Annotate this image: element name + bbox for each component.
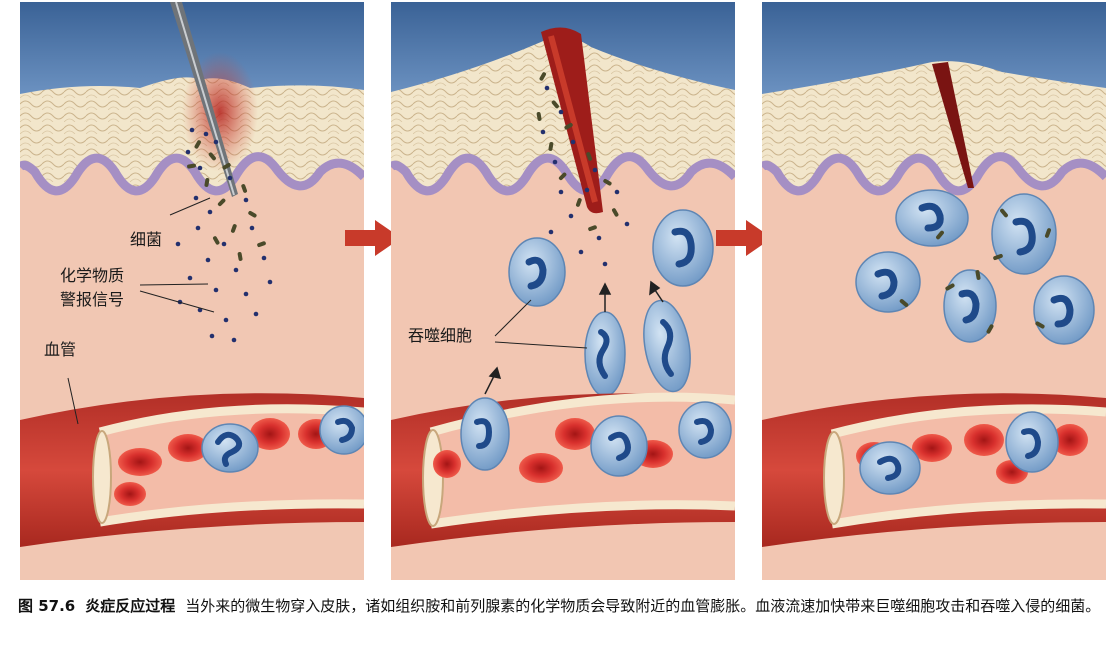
stage-2-illustration bbox=[391, 2, 735, 580]
stage-3-illustration bbox=[762, 2, 1106, 580]
needle-icon bbox=[170, 2, 238, 197]
label-bacteria: 细菌 bbox=[130, 230, 163, 249]
label-chemical-line2: 警报信号 bbox=[60, 290, 125, 309]
figure-caption: 图 57.6 炎症反应过程当外来的微生物穿入皮肤，诸如组织胺和前列腺素的化学物质会… bbox=[18, 594, 1108, 618]
label-blood-vessel: 血管 bbox=[44, 340, 77, 359]
phagocyte-icon bbox=[859, 411, 1059, 495]
arrow-right-icon bbox=[345, 220, 401, 256]
bacteria-icon bbox=[536, 72, 619, 232]
phagocyte-icon bbox=[460, 397, 732, 477]
phagocyte-icon bbox=[508, 209, 714, 397]
panel-stage-2 bbox=[391, 2, 735, 580]
label-chemical-line1: 化学物质 bbox=[60, 266, 125, 285]
figure-number: 图 57.6 bbox=[18, 597, 76, 615]
panel-stage-3 bbox=[762, 2, 1106, 580]
panel-stage-1 bbox=[20, 2, 364, 580]
arrow-right-icon bbox=[716, 220, 772, 256]
phagocyte-icon bbox=[201, 405, 364, 473]
stage-1-illustration bbox=[20, 2, 364, 580]
chemical-signal-icon bbox=[175, 127, 273, 343]
bacteria-icon bbox=[187, 140, 266, 261]
red-blood-cell-icon bbox=[433, 418, 673, 483]
figure-description: 当外来的微生物穿入皮肤，诸如组织胺和前列腺素的化学物质会导致附近的血管膨胀。血液… bbox=[185, 597, 1101, 615]
phagocyte-icon bbox=[855, 189, 1095, 345]
chemical-signal-icon bbox=[540, 85, 630, 267]
bacteria-icon bbox=[899, 208, 1052, 334]
figure-title: 炎症反应过程 bbox=[85, 597, 176, 615]
label-phagocyte: 吞噬细胞 bbox=[408, 326, 473, 345]
